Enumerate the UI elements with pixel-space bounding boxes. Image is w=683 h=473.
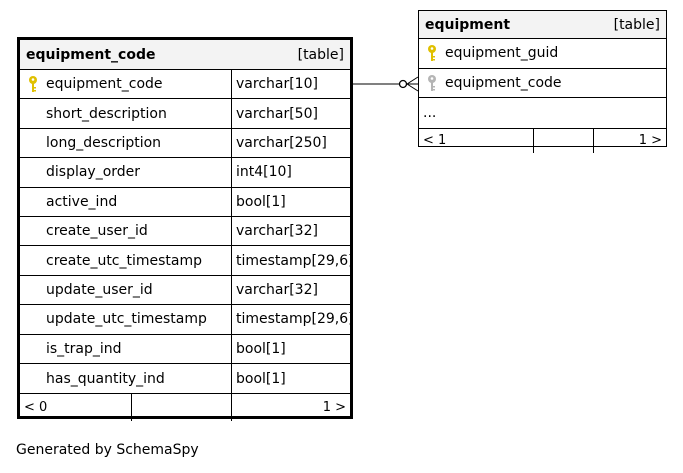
column-row: ... — [419, 98, 666, 128]
column-row: short_description varchar[50] — [20, 99, 350, 129]
column-type: int4[10] — [236, 164, 292, 181]
column-name: long_description — [46, 134, 162, 151]
table-footer: < 0 1 > — [20, 393, 350, 422]
column-name: has_quantity_ind — [46, 370, 165, 387]
column-type: bool[1] — [236, 193, 286, 210]
column-type: bool[1] — [236, 340, 286, 357]
primary-key-icon — [27, 75, 39, 93]
footer-spacer — [132, 394, 232, 422]
column-name-cell: ... — [419, 98, 666, 128]
column-row: has_quantity_ind bool[1] — [20, 363, 350, 394]
column-type: varchar[32] — [236, 223, 318, 240]
footer-children: 1 > — [638, 133, 662, 148]
column-name: create_utc_timestamp — [46, 252, 203, 269]
column-name: display_order — [46, 164, 141, 181]
column-name-cell: equipment_code — [419, 69, 666, 98]
column-name: equipment_guid — [445, 45, 559, 62]
column-name-cell: update_user_id — [20, 275, 232, 305]
column-name-cell: display_order — [20, 158, 232, 187]
column-row: create_user_id varchar[32] — [20, 216, 350, 247]
table-header: equipment [table] — [419, 11, 666, 39]
footer-children: 1 > — [322, 400, 346, 416]
column-name: ... — [423, 104, 437, 121]
column-row: equipment_guid — [419, 39, 666, 69]
column-name-cell: long_description — [20, 128, 232, 158]
column-name-cell: active_ind — [20, 187, 232, 216]
generated-by-credit: Generated by SchemaSpy — [16, 442, 199, 458]
column-row: create_utc_timestamp timestamp[29,6] — [20, 246, 350, 276]
column-type: bool[1] — [236, 370, 286, 387]
column-name: equipment_code — [46, 76, 163, 93]
column-row: equipment_code — [419, 69, 666, 98]
column-name-cell: is_trap_ind — [20, 334, 232, 363]
column-name-cell: update_utc_timestamp — [20, 305, 232, 334]
column-name-cell: create_utc_timestamp — [20, 246, 232, 275]
footer-parents: < 0 — [20, 394, 132, 422]
column-name-cell: has_quantity_ind — [20, 363, 232, 394]
column-row: long_description varchar[250] — [20, 128, 350, 159]
column-row: display_order int4[10] — [20, 158, 350, 188]
column-name: equipment_code — [445, 74, 562, 91]
footer-parents: < 1 — [419, 128, 534, 153]
column-list: equipment_guid equipment_code... — [419, 39, 666, 128]
column-type: timestamp[29,6] — [236, 311, 350, 328]
column-name-cell: equipment_guid — [419, 39, 666, 68]
footer-spacer — [534, 128, 594, 153]
table-name: equipment — [425, 16, 511, 33]
column-type: varchar[50] — [236, 105, 318, 122]
column-name: is_trap_ind — [46, 340, 122, 357]
column-name: active_ind — [46, 193, 118, 210]
table-name: equipment_code — [26, 46, 156, 63]
table-footer: < 1 1 > — [419, 127, 666, 153]
column-name: create_user_id — [46, 223, 148, 240]
table-kind: [table] — [297, 46, 344, 63]
table-header: equipment_code [table] — [20, 40, 350, 70]
column-row: update_user_id varchar[32] — [20, 275, 350, 306]
table-kind: [table] — [613, 16, 660, 33]
column-row: is_trap_ind bool[1] — [20, 334, 350, 364]
column-name-cell: short_description — [20, 99, 232, 128]
column-type: varchar[10] — [236, 76, 318, 93]
column-row: equipment_code varchar[10] — [20, 70, 350, 100]
column-name: update_user_id — [46, 281, 153, 298]
column-name: short_description — [46, 105, 167, 122]
column-row: update_utc_timestamp timestamp[29,6] — [20, 305, 350, 335]
column-type: timestamp[29,6] — [236, 252, 350, 269]
column-type: varchar[250] — [236, 134, 327, 151]
column-type: varchar[32] — [236, 281, 318, 298]
column-list: equipment_code varchar[10] short_descripti… — [20, 70, 350, 394]
primary-key-icon — [426, 44, 438, 62]
column-name-cell: create_user_id — [20, 216, 232, 246]
column-name-cell: equipment_code — [20, 70, 232, 99]
column-name: update_utc_timestamp — [46, 311, 207, 328]
column-row: active_ind bool[1] — [20, 187, 350, 217]
foreign-key-icon — [426, 74, 438, 92]
